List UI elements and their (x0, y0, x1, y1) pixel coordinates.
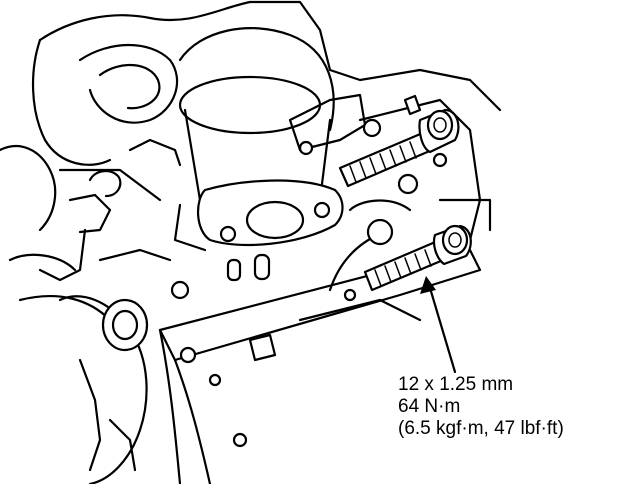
engine-casting (0, 0, 502, 322)
arrow-up-icon (420, 276, 457, 374)
torque-nm-label: 64 N·m (398, 396, 461, 417)
torque-alt-units-label: (6.5 kgf·m, 47 lbf·ft) (398, 418, 564, 439)
upper-bolt-icon (338, 94, 460, 188)
lower-bolt-icon (363, 224, 472, 292)
outlet-housing (173, 75, 367, 282)
torque-spec-callout: 12 x 1.25 mm 64 N·m (6.5 kgf·m, 47 lbf·f… (398, 374, 564, 440)
bolt-size-label: 12 x 1.25 mm (398, 374, 514, 395)
